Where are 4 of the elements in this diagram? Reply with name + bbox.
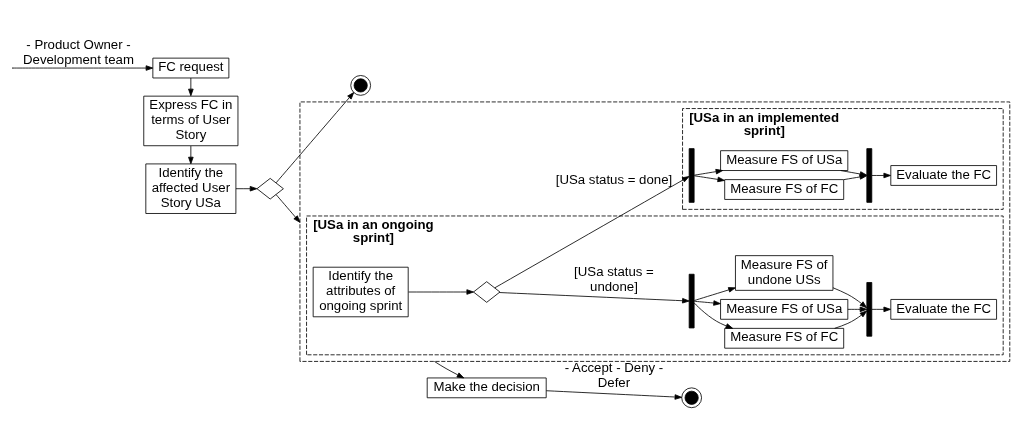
edge-label: [USa status = undone] xyxy=(574,264,654,295)
edge-label: - Product Owner - Development team xyxy=(23,36,134,67)
edge-label: [USa status = done] xyxy=(555,171,673,187)
edge-label: - Accept - Deny - Defer xyxy=(564,360,664,390)
